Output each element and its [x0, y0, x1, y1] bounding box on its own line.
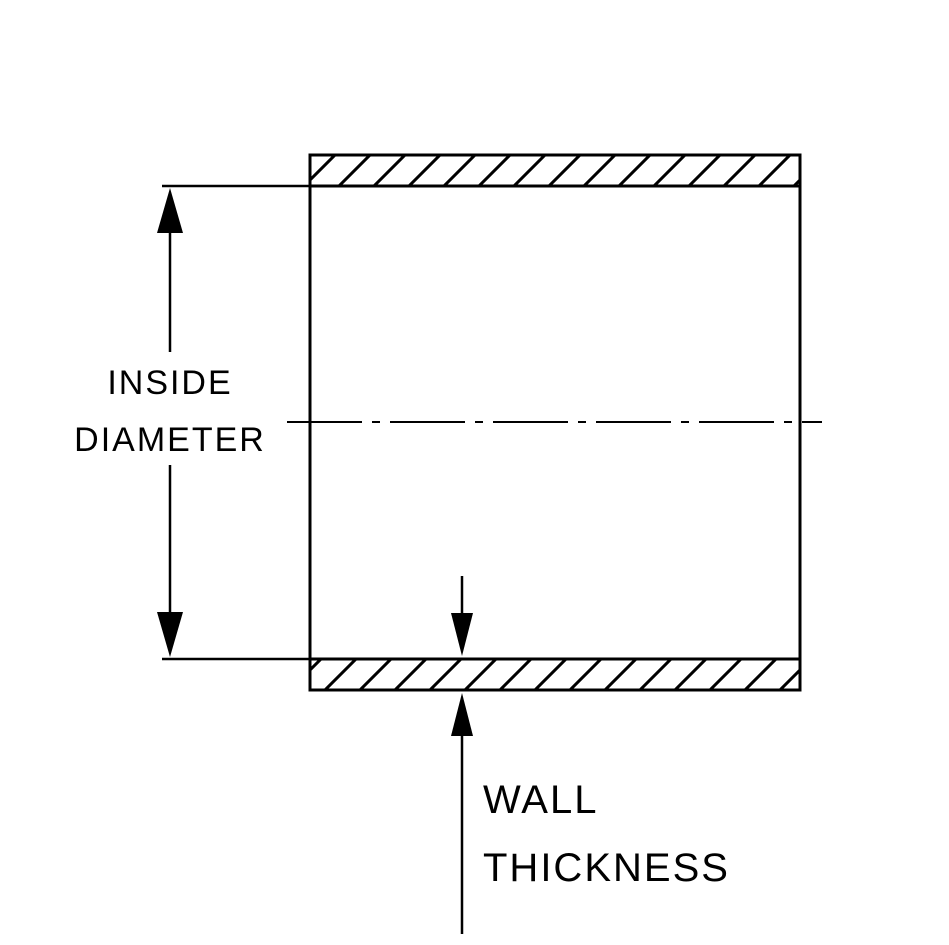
inside-diameter-label-line1: INSIDE [107, 364, 232, 402]
inside-diameter-label-line2: DIAMETER [74, 421, 266, 459]
wall-thickness-arrow-down-icon [451, 613, 473, 656]
dimension-arrow-up-icon [157, 188, 183, 233]
wall-thickness-label-line2: THICKNESS [483, 846, 730, 890]
bottom-wall-hatch [308, 657, 802, 692]
wall-thickness-arrow-up-icon [451, 693, 473, 736]
dimension-arrow-down-icon [157, 612, 183, 657]
top-wall-hatch [308, 153, 802, 188]
wall-thickness-label-line1: WALL [483, 778, 598, 822]
